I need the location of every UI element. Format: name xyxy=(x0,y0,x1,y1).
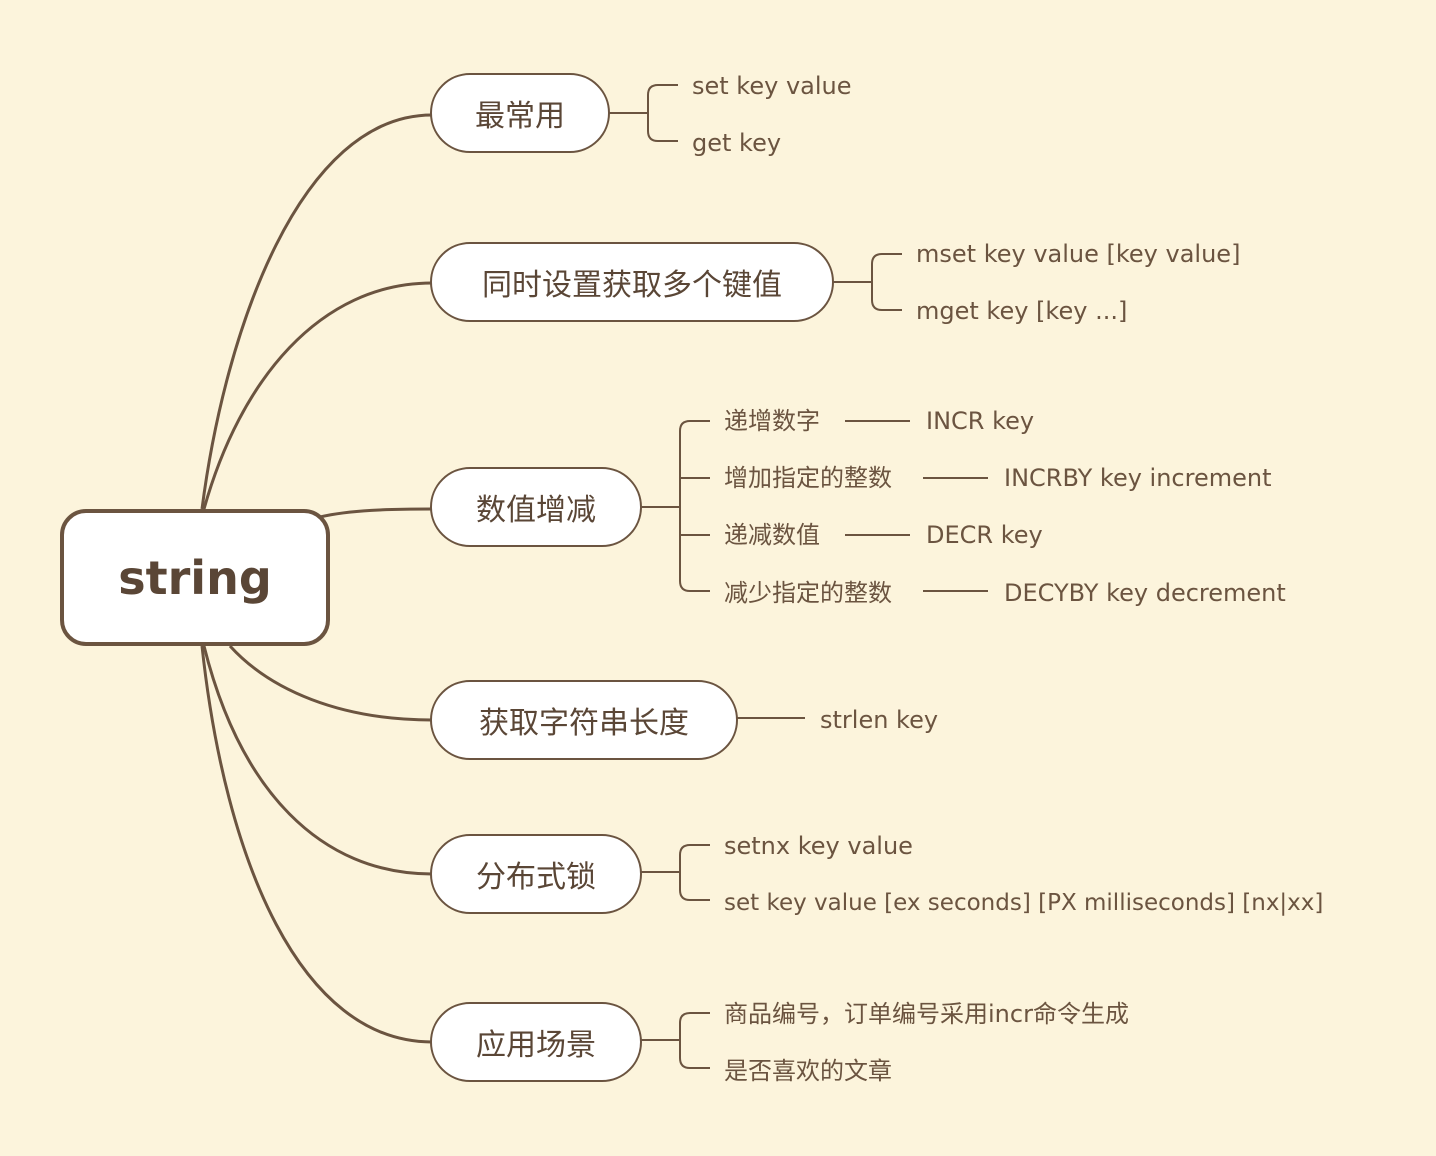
leaf-incr-label[interactable]: 递增数字 xyxy=(724,407,820,435)
leaf-incr-command[interactable]: INCR key xyxy=(926,407,1035,435)
leaf-decr-label[interactable]: 递减数值 xyxy=(724,521,820,549)
leaf-setnx[interactable]: setnx key value xyxy=(724,832,913,860)
branch-strlen[interactable]: 获取字符串长度 xyxy=(430,680,738,760)
leaf-order-number[interactable]: 商品编号，订单编号采用incr命令生成 xyxy=(724,1000,1129,1028)
connector-root-b5 xyxy=(202,645,433,876)
leaf-decrby-command[interactable]: DECYBY key decrement xyxy=(1004,579,1286,607)
leaf-strlen[interactable]: strlen key xyxy=(820,706,939,734)
leaf-incrby-command[interactable]: INCRBY key increment xyxy=(1004,464,1272,492)
leaf-set-key-value[interactable]: set key value xyxy=(692,72,852,100)
leaf-liked-articles[interactable]: 是否喜欢的文章 xyxy=(724,1057,892,1085)
connector-root-b3 xyxy=(319,507,433,519)
branch-most-used[interactable]: 最常用 xyxy=(430,73,610,153)
branch-scenarios[interactable]: 应用场景 xyxy=(430,1002,642,1082)
bracket-b2 xyxy=(833,253,902,311)
branch-multi-key[interactable]: 同时设置获取多个键值 xyxy=(430,242,834,322)
branch-lock[interactable]: 分布式锁 xyxy=(430,834,642,914)
bracket-b1 xyxy=(609,84,678,142)
leaf-decr-command[interactable]: DECR key xyxy=(926,521,1043,549)
leaf-mget[interactable]: mget key [key ...] xyxy=(916,297,1128,325)
connector-root-b6 xyxy=(200,645,433,1044)
leaf-set-ex-px[interactable]: set key value [ex seconds] [PX milliseco… xyxy=(724,890,1324,916)
root-node[interactable]: string xyxy=(60,509,330,646)
connector-root-b4 xyxy=(228,644,433,722)
leaf-incrby-label[interactable]: 增加指定的整数 xyxy=(724,464,892,492)
bracket-b3 xyxy=(641,420,988,592)
bracket-b6 xyxy=(641,1012,710,1069)
branch-numeric[interactable]: 数值增减 xyxy=(430,467,642,547)
leaf-get-key[interactable]: get key xyxy=(692,129,782,157)
connector-root-b1 xyxy=(200,113,433,510)
leaf-decrby-label[interactable]: 减少指定的整数 xyxy=(724,579,892,607)
connector-root-b2 xyxy=(202,281,433,510)
leaf-mset[interactable]: mset key value [key value] xyxy=(916,240,1241,268)
bracket-b5 xyxy=(641,844,710,901)
